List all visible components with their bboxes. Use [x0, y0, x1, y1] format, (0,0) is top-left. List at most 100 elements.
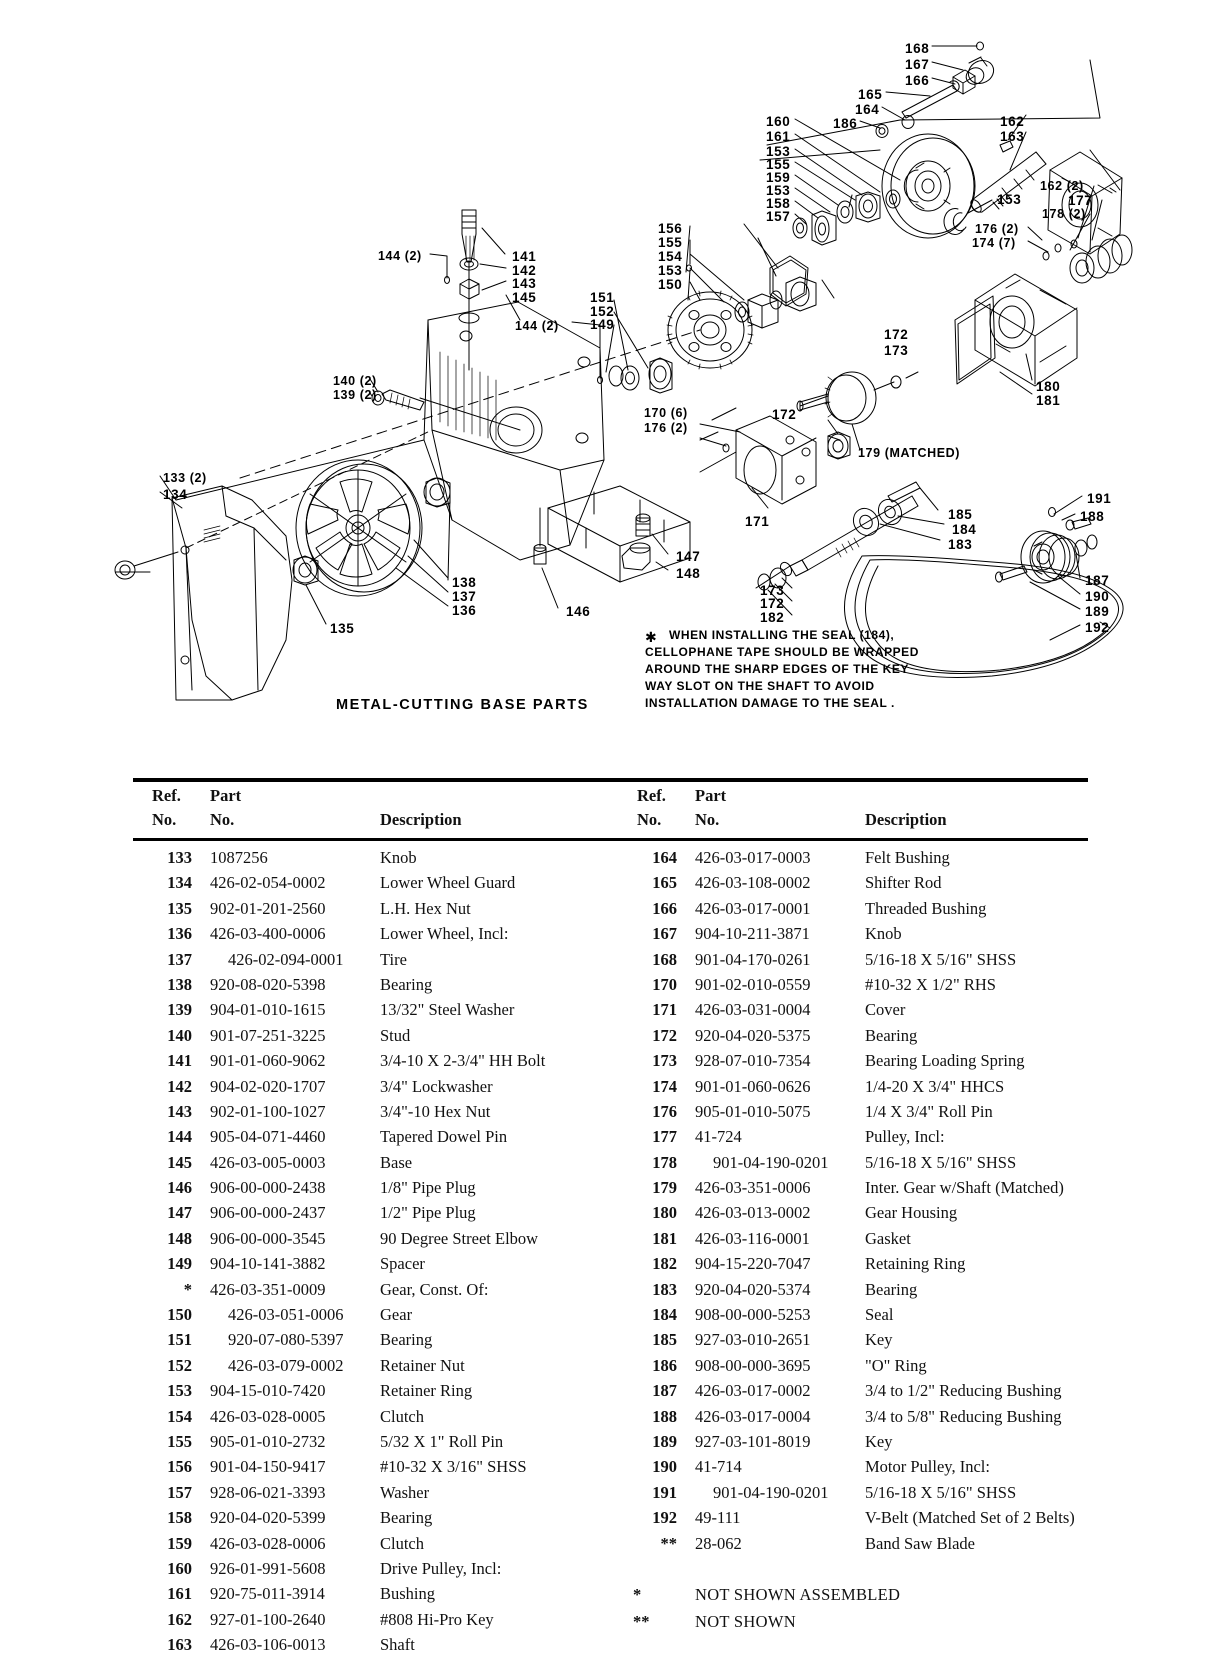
cell-part-no: 928-06-021-3393: [210, 1482, 326, 1502]
callout-153: 153: [658, 263, 683, 278]
callout-155: 155: [658, 235, 683, 250]
cell-part-no: 904-02-020-1707: [210, 1076, 326, 1096]
callout-186: 186: [833, 116, 858, 131]
header-description: Description: [865, 810, 947, 829]
cell-ref-no: 190: [652, 1457, 677, 1477]
cell-ref-no: 178: [652, 1152, 677, 1172]
cell-part-no: 426-03-017-0003: [695, 848, 811, 867]
cell-part-no: 426-03-079-0002: [228, 1355, 344, 1375]
cell-description: Knob: [380, 848, 417, 867]
callout-187: 187: [1085, 573, 1110, 588]
callout-146: 146: [566, 604, 591, 619]
callout-188: 188: [1080, 509, 1105, 524]
callout-177: 177: [1068, 193, 1093, 208]
header-ref-line1: Ref.: [637, 786, 666, 805]
cell-ref-no: 142: [167, 1076, 192, 1096]
cell-part-no: 49-111: [695, 1508, 741, 1528]
cell-part-no: 41-724: [695, 1127, 742, 1147]
table-header-left: Ref. No. Part No. Description: [140, 786, 620, 838]
table-row: 184 908-00-000-5253 Seal: [625, 1305, 1095, 1330]
callout-176-2: 176 (2): [644, 421, 688, 435]
header-ref-line2: No.: [152, 810, 177, 829]
footnote-marker: **: [633, 1611, 650, 1631]
cell-part-no: 426-02-054-0002: [210, 873, 326, 893]
cell-ref-no: 150: [167, 1305, 192, 1325]
cell-description: L.H. Hex Nut: [380, 898, 471, 918]
cell-ref-no: 172: [652, 1025, 677, 1045]
cell-description: Knob: [865, 924, 902, 944]
cell-ref-no: 160: [167, 1558, 192, 1578]
cell-description: 5/16-18 X 5/16" SHSS: [865, 1482, 1017, 1502]
callout-185: 185: [948, 507, 973, 522]
callout-153: 153: [997, 192, 1022, 207]
cell-description: Inter. Gear w/Shaft (Matched): [865, 1178, 1064, 1198]
cell-part-no: 904-10-211-3871: [695, 924, 810, 944]
callout-138: 138: [452, 575, 477, 590]
callout-153: 153: [766, 144, 791, 159]
cell-part-no: 906-00-000-2437: [210, 1203, 326, 1223]
cell-description: Tire: [380, 949, 407, 969]
header-part-line2: No.: [695, 810, 720, 829]
callout-154: 154: [658, 249, 683, 264]
callout-155: 155: [766, 157, 791, 172]
cell-part-no: 426-03-051-0006: [228, 1305, 344, 1325]
cell-ref-no: 161: [167, 1584, 192, 1604]
cell-ref-no: 187: [652, 1381, 677, 1401]
callout-159: 159: [766, 170, 791, 185]
cell-part-no: 1087256: [210, 848, 268, 867]
cell-description: Clutch: [380, 1406, 424, 1426]
cell-description: Seal: [865, 1305, 894, 1325]
cell-description: 5/16-18 X 5/16" SHSS: [865, 1152, 1017, 1172]
cell-ref-no: 176: [652, 1101, 677, 1121]
cell-description: Motor Pulley, Incl:: [865, 1457, 990, 1477]
callout-178-2: 178 (2): [1042, 207, 1086, 221]
cell-part-no: 426-03-031-0004: [695, 1000, 811, 1020]
cell-part-no: 908-00-000-5253: [695, 1305, 811, 1325]
cell-part-no: 920-04-020-5399: [210, 1508, 326, 1528]
cell-description: Felt Bushing: [865, 848, 950, 867]
cell-ref-no: 152: [167, 1355, 192, 1375]
cell-part-no: 920-08-020-5398: [210, 974, 326, 994]
callout-162-2: 162 (2): [1040, 179, 1084, 193]
callout-163: 163: [1000, 129, 1025, 144]
cell-description: 5/16-18 X 5/16" SHSS: [865, 949, 1017, 969]
cell-ref-no: 140: [167, 1025, 192, 1045]
callout-148: 148: [676, 566, 701, 581]
cell-ref-no: 173: [652, 1051, 677, 1071]
callout-170-6: 170 (6): [644, 406, 688, 420]
callout-145: 145: [512, 290, 537, 305]
cell-part-no: 902-01-201-2560: [210, 898, 326, 918]
cell-part-no: 902-01-100-1027: [210, 1101, 326, 1121]
callout-144-2: 144 (2): [378, 249, 422, 263]
cell-description: Drive Pulley, Incl:: [380, 1558, 502, 1578]
seal-installation-note: ✱ WHEN INSTALLING THE SEAL (184), CELLOP…: [645, 627, 965, 712]
callout-136: 136: [452, 603, 477, 618]
cell-description: Pulley, Incl:: [865, 1127, 945, 1147]
cell-ref-no: 184: [652, 1305, 677, 1325]
callout-173: 173: [884, 343, 909, 358]
cell-ref-no: 186: [652, 1355, 677, 1375]
cell-part-no: 906-00-000-3545: [210, 1228, 326, 1248]
callout-161: 161: [766, 129, 791, 144]
cell-ref-no: 191: [652, 1482, 677, 1502]
note-asterisk-icon: ✱: [645, 629, 658, 645]
